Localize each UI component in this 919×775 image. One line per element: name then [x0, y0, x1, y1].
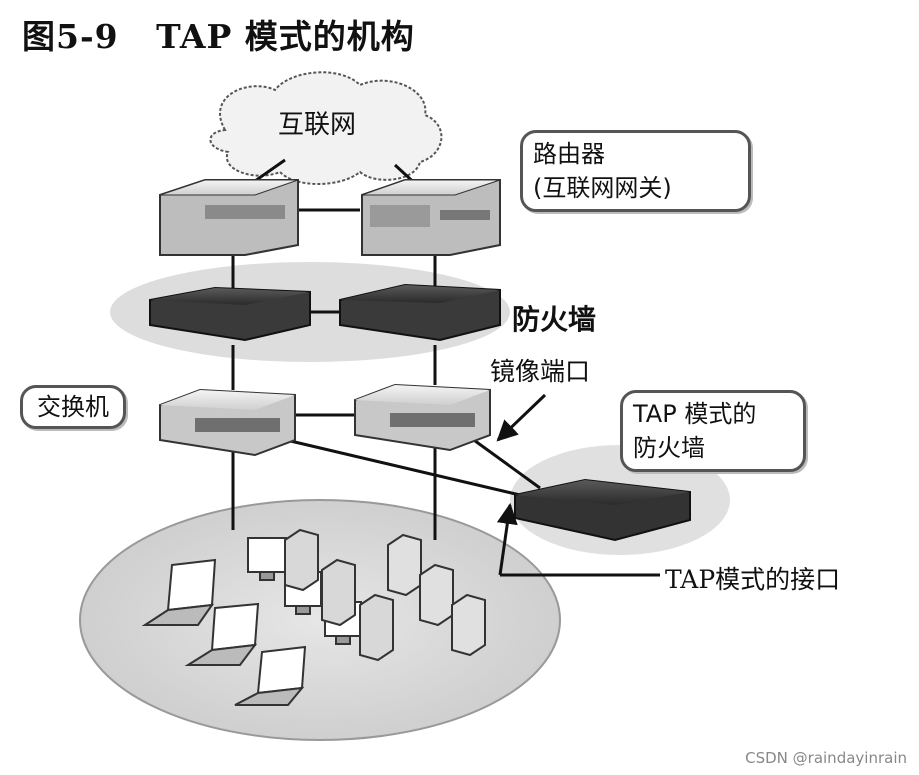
tower-2	[321, 558, 356, 627]
laptop-2	[184, 602, 260, 666]
router-right	[361, 179, 501, 256]
switch-left	[159, 388, 296, 457]
firewall-left	[149, 286, 311, 342]
router-label: 路由器	[533, 140, 605, 168]
tap-firewall-label: TAP 模式的	[633, 400, 757, 428]
router-callout: 路由器 (互联网网关)	[520, 130, 751, 212]
tap-firewall-callout: TAP 模式的 防火墙	[620, 390, 806, 472]
tap-firewall-sublabel: 防火墙	[633, 434, 705, 462]
tower-6	[451, 593, 486, 657]
switch-right	[354, 383, 491, 452]
switch-callout: 交换机	[20, 385, 126, 429]
watermark: CSDN @raindayinrain	[745, 749, 907, 767]
switch-label: 交换机	[37, 393, 109, 421]
firewall-label: 防火墙	[512, 303, 597, 336]
tower-4	[387, 533, 422, 597]
tower-5	[419, 563, 454, 627]
internet-label: 互联网	[278, 110, 357, 140]
router-left	[159, 179, 299, 256]
mirror-port-arrow	[496, 393, 547, 442]
laptop-1	[141, 558, 217, 626]
tower-3	[359, 593, 394, 662]
tap-interface-label: TAP模式的接口	[665, 565, 841, 594]
internet-cloud	[209, 71, 443, 185]
router-sublabel: (互联网网关)	[533, 174, 672, 202]
laptop-3	[234, 645, 307, 706]
firewall-right	[339, 283, 501, 342]
lan-area-oval	[79, 499, 561, 741]
tap-interface-arrows	[496, 502, 660, 577]
figure-title: 图5-9 TAP 模式的机构	[22, 17, 415, 56]
tower-1	[284, 528, 319, 592]
monitor-1	[247, 537, 287, 581]
mirror-port-label: 镜像端口	[490, 357, 591, 386]
